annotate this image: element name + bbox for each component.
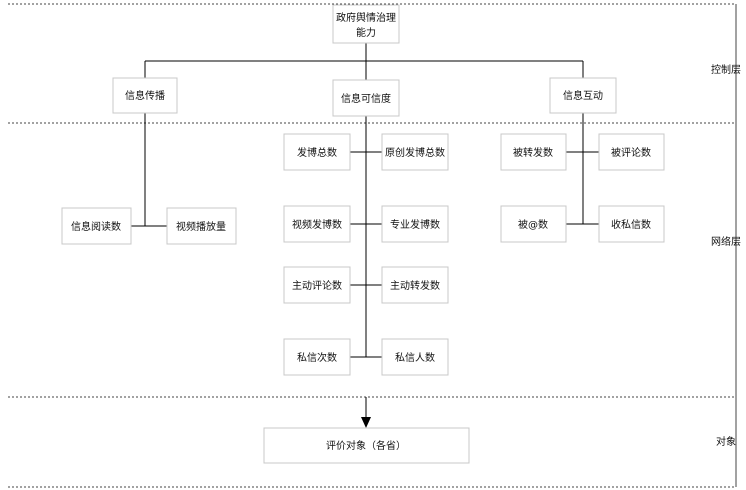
svg-text:被评论数: 被评论数: [611, 146, 651, 159]
svg-text:主动评论数: 主动评论数: [292, 279, 342, 292]
svg-text:发博总数: 发博总数: [297, 146, 337, 159]
node-shipin-fabo: 视频发博数: [283, 205, 351, 243]
svg-text:被转发数: 被转发数: [513, 146, 553, 159]
svg-text:信息可信度: 信息可信度: [341, 92, 391, 105]
svg-text:信息阅读数: 信息阅读数: [71, 220, 121, 233]
svg-text:专业发博数: 专业发博数: [390, 218, 440, 231]
node-bei-at: 被@数: [500, 205, 567, 243]
svg-text:信息互动: 信息互动: [563, 89, 603, 102]
svg-text:私信次数: 私信次数: [297, 351, 337, 364]
svg-text:主动转发数: 主动转发数: [390, 279, 440, 292]
svg-text:政府舆情治理: 政府舆情治理: [336, 11, 396, 24]
svg-text:信息传播: 信息传播: [125, 89, 165, 102]
svg-text:被@数: 被@数: [518, 218, 548, 231]
layer-label-control: 控制层: [711, 63, 741, 76]
arrow-head: [361, 417, 371, 428]
svg-text:原创发博总数: 原创发博总数: [385, 146, 445, 159]
svg-text:能力: 能力: [356, 26, 376, 39]
svg-text:视频播放量: 视频播放量: [176, 220, 226, 233]
node-sixin-cishu: 私信次数: [283, 338, 351, 376]
node-xinxi-kexindu: 信息可信度: [332, 79, 400, 117]
node-yuanchuang-fabo: 原创发博总数: [381, 133, 449, 171]
node-zhudong-zhuanfa: 主动转发数: [381, 266, 449, 304]
node-bei-zhuanfa: 被转发数: [500, 133, 567, 171]
svg-text:评价对象（各省）: 评价对象（各省）: [326, 439, 406, 452]
node-xinxi-chuanbo: 信息传播: [112, 77, 178, 114]
node-pingjia-duixiang: 评价对象（各省）: [263, 427, 470, 464]
node-shou-sixin: 收私信数: [598, 205, 665, 243]
layer-label-object: 对象: [716, 435, 736, 448]
node-xinxi-hudong: 信息互动: [549, 77, 617, 114]
node-zhuanye-fabo: 专业发博数: [381, 205, 449, 243]
node-fabo-zongshu: 发博总数: [283, 133, 351, 171]
connectors: [131, 43, 599, 418]
node-bei-pinglun: 被评论数: [598, 133, 665, 171]
layer-label-network: 网络层: [711, 235, 741, 248]
node-sixin-renshu: 私信人数: [381, 338, 449, 376]
node-shipin-bofang: 视频播放量: [166, 207, 237, 245]
svg-text:视频发博数: 视频发博数: [292, 218, 342, 231]
svg-text:收私信数: 收私信数: [611, 218, 651, 231]
svg-text:私信人数: 私信人数: [395, 351, 435, 364]
node-zhudong-pinglun: 主动评论数: [283, 266, 351, 304]
node-root: 政府舆情治理 能力: [332, 4, 400, 44]
node-xinxi-yuedu: 信息阅读数: [61, 207, 132, 245]
